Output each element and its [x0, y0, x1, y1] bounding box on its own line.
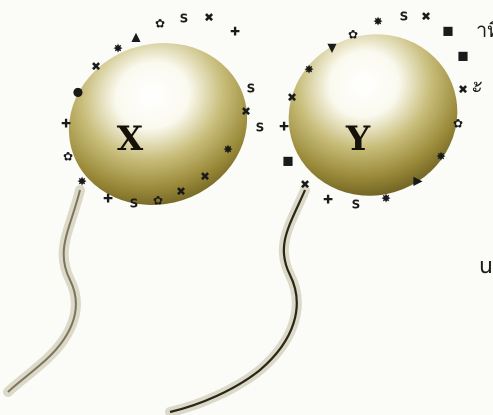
marker-flower: ✿: [63, 150, 73, 164]
marker-plus: ✚: [279, 120, 289, 134]
marker-x: ✖: [241, 105, 251, 119]
marker-x: ✖: [300, 178, 310, 192]
marker-plus: ✚: [230, 25, 240, 39]
marker-x: ✖: [200, 170, 210, 184]
sperm-y-head: Y: [264, 9, 482, 221]
marker-flower: ✿: [155, 17, 165, 31]
marker-flower: ✿: [348, 28, 358, 42]
marker-x: ✖: [204, 11, 214, 25]
marker-flower: ✿: [453, 117, 463, 131]
marker-star: ✸: [381, 192, 391, 206]
marker-s: S: [256, 121, 265, 135]
marker-x: ✖: [421, 10, 431, 24]
side-text-line1: าที่: [476, 14, 493, 46]
marker-s: S: [180, 12, 189, 26]
marker-plus: ✚: [323, 193, 333, 207]
marker-x: ✖: [458, 83, 468, 97]
marker-square: ■: [282, 154, 293, 168]
marker-star: ✸: [223, 143, 233, 157]
marker-star: ✸: [113, 42, 123, 56]
marker-plus: ✚: [103, 192, 113, 206]
cell-x-label: X: [117, 119, 144, 159]
marker-triangle: ▼: [327, 41, 337, 55]
marker-dot: ●: [73, 85, 83, 99]
marker-s: S: [130, 197, 139, 211]
marker-s: S: [352, 198, 361, 212]
marker-star: ✸: [77, 175, 87, 189]
side-text-line3: u: [479, 254, 493, 279]
marker-triangle: ▶: [413, 174, 423, 188]
marker-star: ✸: [304, 63, 314, 77]
marker-square: ■: [442, 24, 453, 38]
marker-s: S: [247, 82, 256, 96]
sperm-x-tail: [8, 190, 80, 392]
marker-square: ■: [457, 49, 468, 63]
marker-s: S: [400, 10, 409, 24]
cell-y-label: Y: [345, 119, 371, 159]
marker-star: ✸: [373, 15, 383, 29]
marker-x: ✖: [176, 185, 186, 199]
marker-flower: ✿: [153, 194, 163, 208]
marker-plus: ✚: [61, 117, 71, 131]
sperm-y-tail: [170, 190, 305, 412]
marker-x: ✖: [287, 91, 297, 105]
marker-star: ✸: [436, 150, 446, 164]
marker-x: ✖: [91, 60, 101, 74]
marker-triangle: ▲: [131, 30, 141, 44]
